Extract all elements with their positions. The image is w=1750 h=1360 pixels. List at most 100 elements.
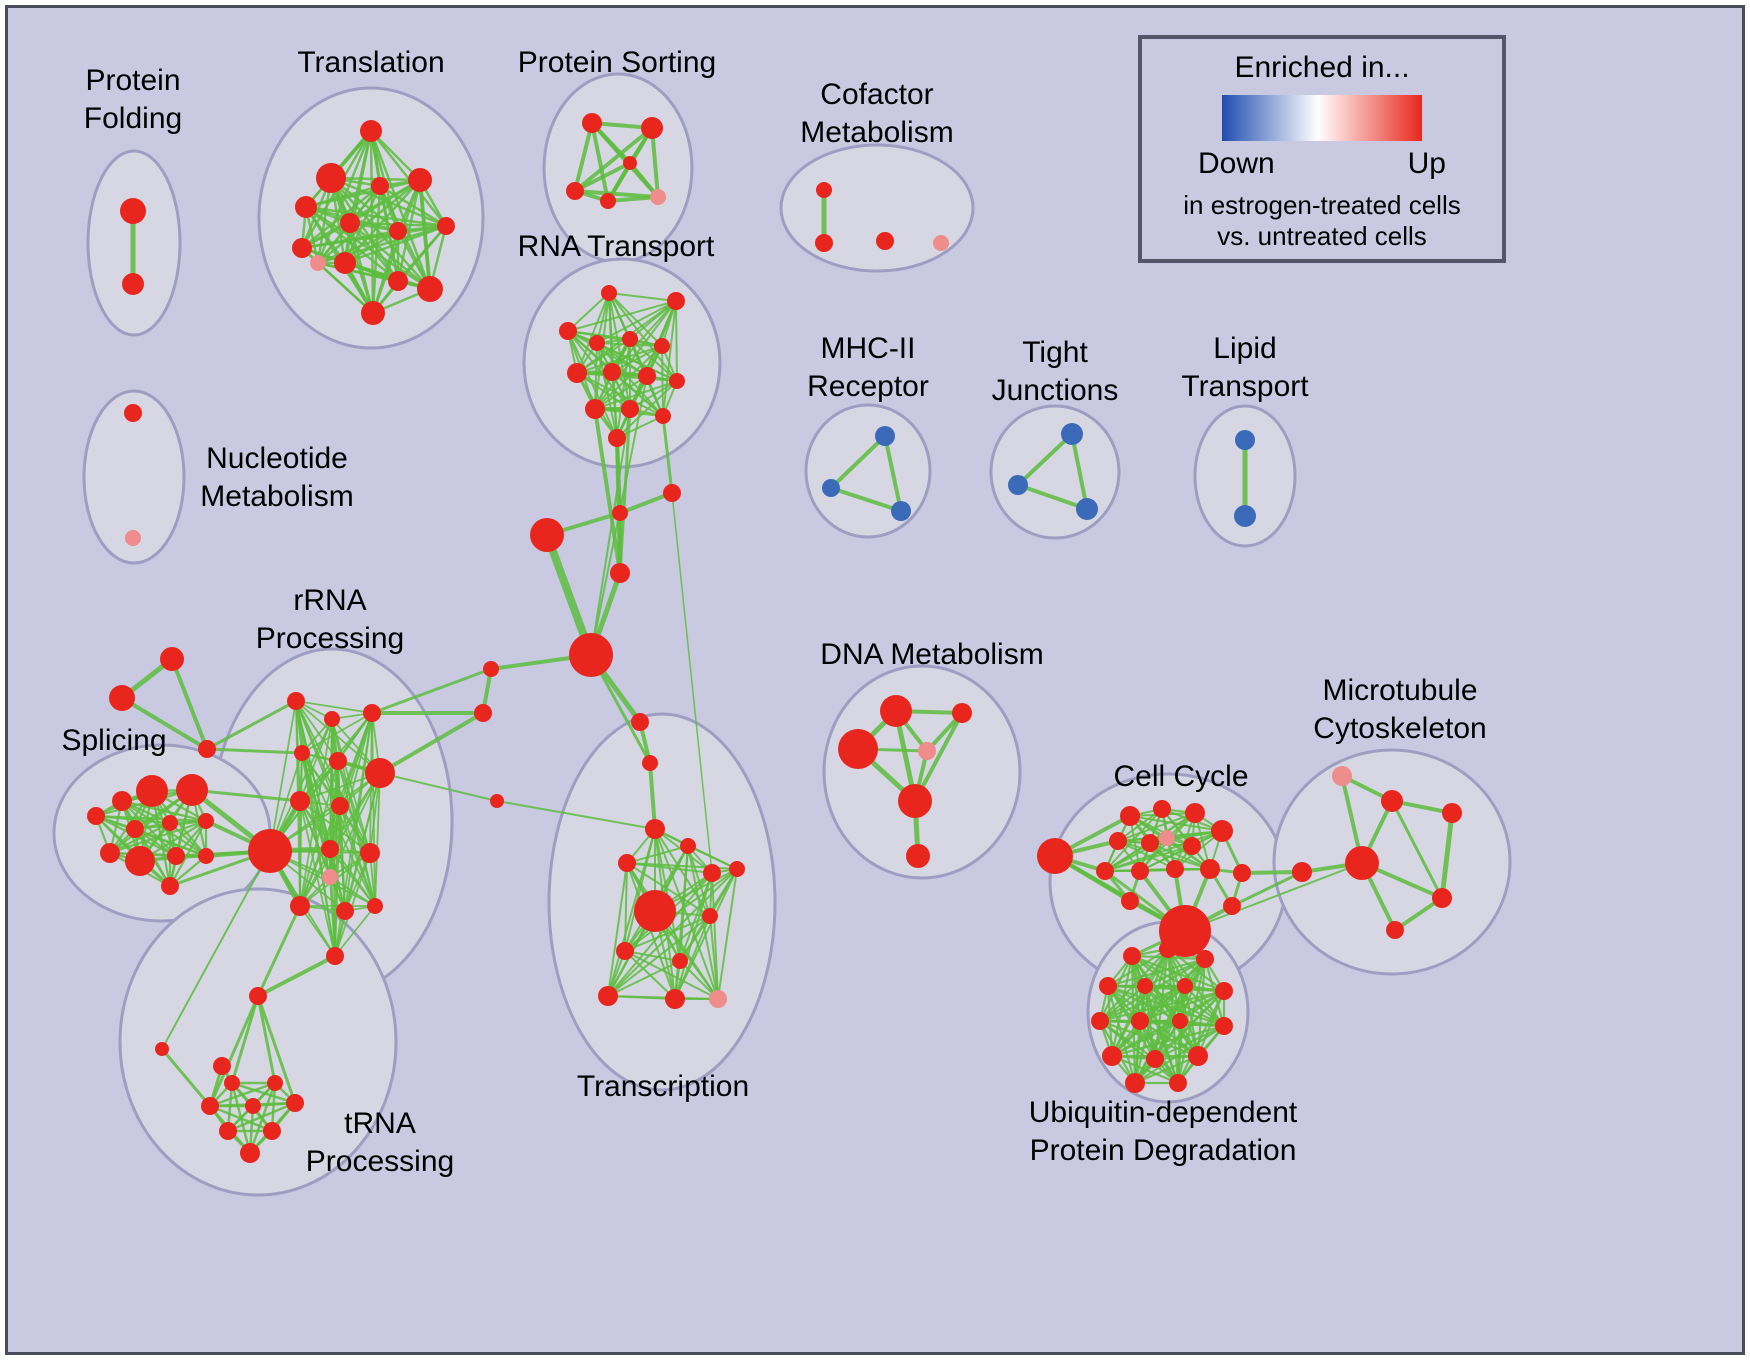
network-edge — [624, 862, 628, 952]
network-node-s3 — [566, 182, 584, 200]
network-node-q9 — [248, 829, 292, 873]
network-edge — [299, 805, 341, 907]
network-edge — [299, 772, 381, 907]
network-node-p5 — [126, 820, 144, 838]
network-node-d4 — [918, 742, 936, 760]
network-node-k14 — [1233, 864, 1251, 882]
network-edge — [334, 905, 376, 957]
network-edge — [576, 338, 631, 374]
network-node-lt2 — [1234, 505, 1256, 527]
network-edge — [295, 700, 373, 714]
network-edge — [299, 905, 336, 957]
network-edge — [590, 121, 610, 203]
network-node-u2 — [1159, 940, 1177, 958]
network-node-u9 — [1131, 1012, 1149, 1030]
network-edge — [170, 657, 209, 751]
network-edge — [1070, 432, 1089, 511]
network-edge — [120, 799, 208, 823]
network-edge — [299, 800, 336, 957]
network-node-r14 — [608, 429, 626, 447]
network-node-r1 — [601, 285, 617, 301]
network-edge — [1139, 845, 1193, 872]
network-node-n11 — [240, 1143, 260, 1163]
network-edge — [608, 292, 663, 347]
network-edge — [608, 292, 677, 302]
network-edge — [301, 712, 373, 754]
network-node-c3 — [876, 232, 894, 250]
network-node-m4 — [1345, 846, 1379, 880]
network-node-q11 — [360, 843, 380, 863]
network-node-x6 — [703, 864, 721, 882]
network-edge — [611, 345, 663, 373]
network-edge — [300, 184, 382, 250]
network-edge — [590, 408, 631, 656]
network-edge — [567, 300, 677, 332]
legend-endpoint-labels: Down Up — [1142, 147, 1502, 181]
network-node-x5 — [618, 854, 636, 872]
network-node-u5 — [1137, 978, 1153, 994]
network-node-k10 — [1096, 862, 1114, 880]
network-edge — [576, 292, 610, 374]
network-edge — [329, 805, 341, 878]
network-node-g2 — [109, 685, 135, 711]
cluster-label-protein-sorting: Protein Sorting — [518, 46, 716, 79]
network-node-r4 — [589, 335, 605, 351]
network-node-r9 — [638, 367, 656, 385]
network-edge — [1439, 810, 1455, 901]
network-node-h2 — [612, 505, 628, 521]
network-edge — [339, 805, 376, 907]
network-edge — [316, 178, 422, 265]
network-edge — [208, 1081, 277, 1108]
network-edge — [1104, 830, 1223, 872]
network-edge — [611, 371, 618, 439]
network-edge — [717, 868, 738, 1000]
network-edge — [1133, 1054, 1200, 1085]
network-node-k6 — [1109, 832, 1127, 850]
network-edge — [624, 950, 719, 1000]
network-edge — [650, 126, 660, 199]
network-edge — [190, 788, 302, 803]
network-edge — [618, 491, 674, 515]
network-node-x1 — [631, 713, 649, 731]
network-node-h4 — [610, 563, 630, 583]
network-node-q2 — [324, 711, 340, 727]
network-node-x9 — [616, 942, 634, 960]
network-edge — [567, 330, 631, 410]
network-edge — [378, 711, 485, 775]
network-edge — [1143, 957, 1207, 988]
network-edge — [168, 821, 208, 858]
network-node-k1 — [1037, 838, 1073, 874]
legend-up-label: Up — [1407, 147, 1446, 180]
network-edge — [648, 761, 657, 831]
network-edge — [329, 876, 336, 957]
network-edge — [370, 667, 493, 715]
network-node-k8 — [1159, 830, 1175, 846]
network-node-u13 — [1146, 1050, 1164, 1068]
network-edge — [593, 407, 622, 575]
network-edge — [299, 718, 333, 802]
network-edge — [594, 375, 648, 410]
network-node-r8 — [603, 363, 621, 381]
network-node-k4 — [1185, 803, 1205, 823]
network-node-tj1 — [1061, 423, 1083, 445]
network-node-p3 — [112, 791, 132, 811]
network-node-k9 — [1183, 837, 1201, 855]
cluster-ellipse-cofactor-metabolism — [779, 143, 975, 273]
network-node-m1 — [1332, 766, 1352, 786]
network-node-d2 — [952, 703, 972, 723]
network-edge — [674, 868, 738, 1000]
network-edge — [573, 126, 654, 193]
network-edge — [674, 872, 713, 1000]
network-edge — [329, 848, 376, 907]
network-edge — [1138, 989, 1226, 1023]
network-node-s4 — [600, 193, 616, 209]
network-node-x4 — [680, 838, 696, 854]
network-edge — [1098, 984, 1147, 1023]
network-edge — [567, 292, 610, 332]
network-node-q16 — [326, 947, 344, 965]
network-node-q7 — [290, 791, 310, 811]
